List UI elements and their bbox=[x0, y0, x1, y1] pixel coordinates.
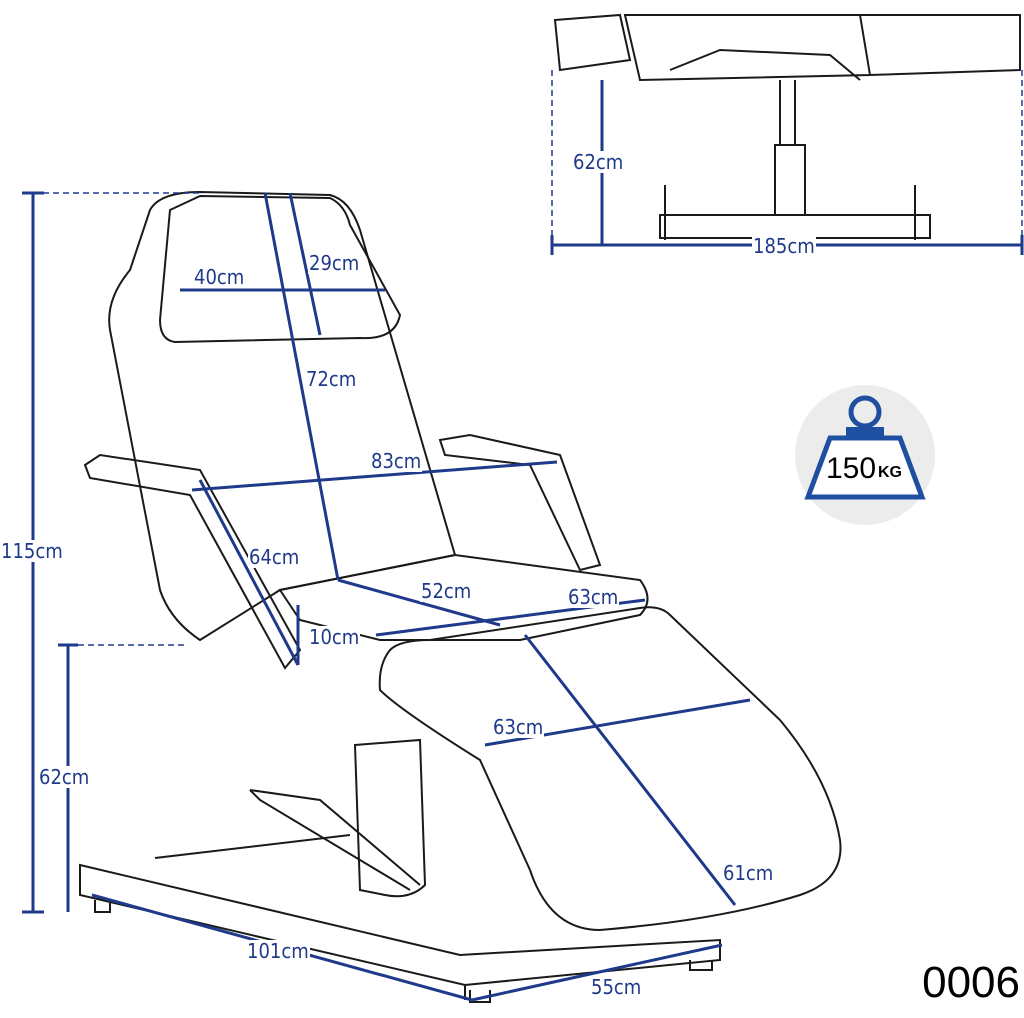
dim-headrest-width: 40cm bbox=[193, 265, 246, 289]
dim-seat-width: 63cm bbox=[567, 585, 620, 609]
dim-backrest-length: 72cm bbox=[305, 367, 358, 391]
dimension-lines bbox=[22, 80, 1024, 1002]
dim-flat-height: 62cm bbox=[572, 150, 625, 174]
dim-seat-height: 62cm bbox=[38, 765, 91, 789]
dim-width-armrests: 83cm bbox=[370, 449, 423, 473]
extension-lines bbox=[33, 70, 1023, 646]
dim-seat-depth: 52cm bbox=[420, 579, 473, 603]
dim-seat-thickness: 10cm bbox=[308, 625, 361, 649]
dim-flat-length: 185cm bbox=[752, 234, 816, 258]
product-code: 0006 bbox=[922, 958, 1020, 1007]
weight-unit: KG bbox=[878, 464, 902, 481]
dim-headrest-height: 29cm bbox=[308, 251, 361, 275]
weight-badge bbox=[795, 385, 935, 525]
dim-legrest-width: 63cm bbox=[492, 715, 545, 739]
dim-total-height: 115cm bbox=[0, 539, 64, 563]
weight-value: 150 bbox=[826, 452, 877, 485]
dim-legrest-length: 61cm bbox=[722, 861, 775, 885]
weight-icon bbox=[804, 435, 926, 500]
dim-base-width: 55cm bbox=[590, 975, 643, 999]
dim-base-length: 101cm bbox=[246, 939, 310, 963]
dim-armrest-length: 64cm bbox=[248, 545, 301, 569]
weight-ring-icon bbox=[848, 395, 882, 429]
